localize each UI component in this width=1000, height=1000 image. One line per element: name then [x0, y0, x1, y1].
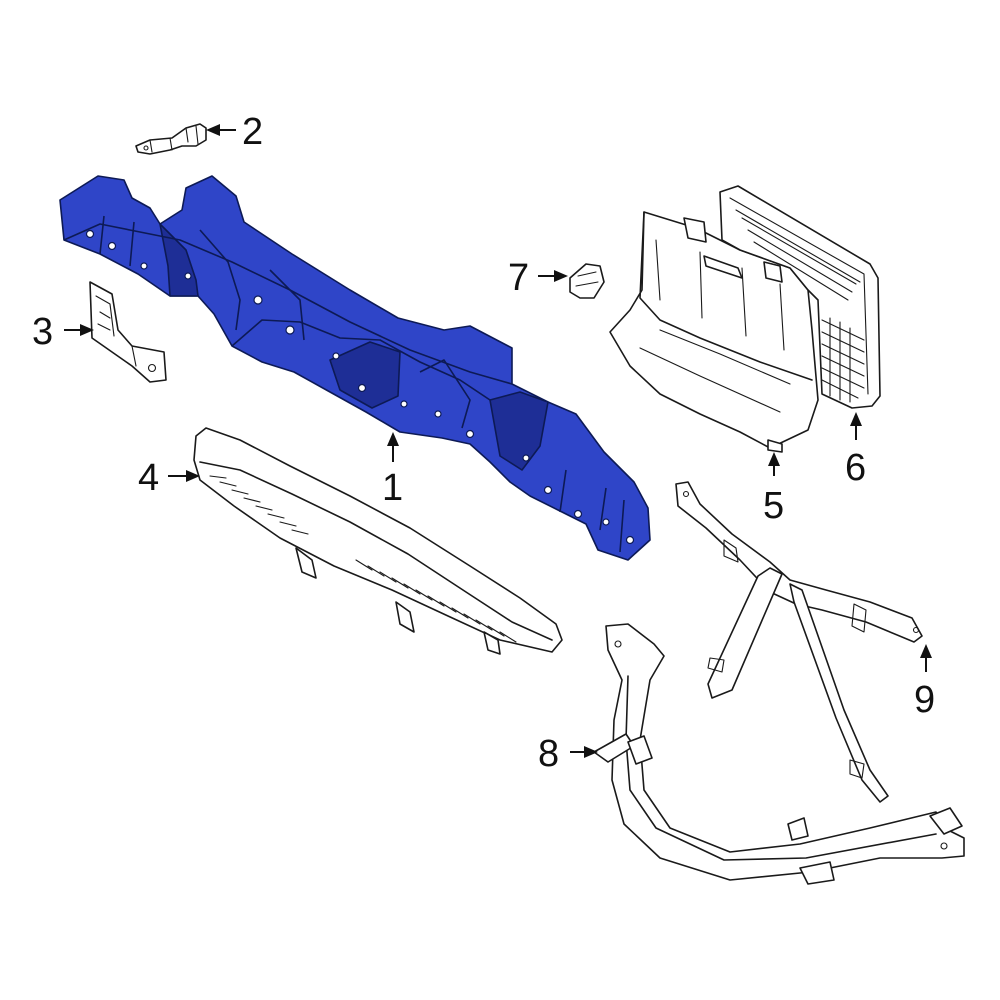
part-4-lower-grille[interactable]: [193, 427, 563, 655]
callout-label-1: 1: [382, 467, 403, 509]
callout-5: 5: [763, 452, 784, 527]
part-6-condenser[interactable]: [719, 185, 881, 409]
callout-label-3: 3: [32, 311, 53, 353]
callout-3: 3: [32, 311, 94, 353]
part-3-bracket[interactable]: [89, 281, 167, 383]
part-8-lower-tie-bar[interactable]: [593, 623, 965, 885]
part-2-bracket[interactable]: [135, 123, 207, 155]
callout-label-9: 9: [914, 679, 935, 721]
callout-1: 1: [382, 432, 403, 509]
callout-9: 9: [914, 644, 935, 721]
part-9-bracket-frame[interactable]: [675, 481, 923, 803]
callout-label-8: 8: [538, 733, 559, 775]
callout-label-2: 2: [242, 111, 263, 153]
callout-8: 8: [538, 733, 598, 775]
part-1-radiator-support[interactable]: [59, 175, 651, 561]
callout-2: 2: [206, 111, 263, 153]
callout-label-4: 4: [138, 457, 159, 499]
part-7-cap[interactable]: [569, 263, 605, 299]
callout-label-5: 5: [763, 485, 784, 527]
callout-7: 7: [508, 257, 568, 299]
part-1-mounting-holes: [85, 229, 635, 545]
callout-6: 6: [845, 412, 866, 489]
callout-label-6: 6: [845, 447, 866, 489]
callout-4: 4: [138, 457, 200, 499]
callout-label-7: 7: [508, 257, 529, 299]
